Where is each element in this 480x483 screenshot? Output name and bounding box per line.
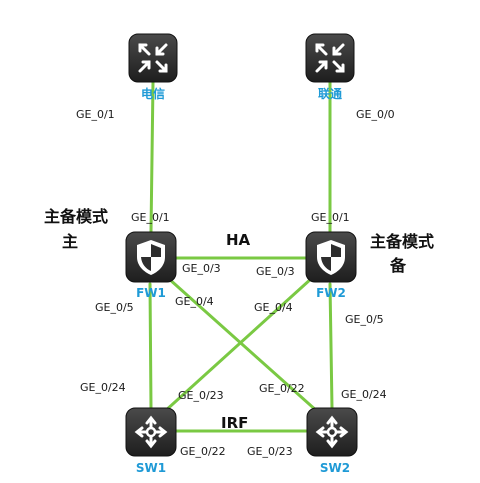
port-label: GE_0/5	[95, 301, 134, 314]
switch-sw2[interactable]: SW2	[306, 407, 358, 475]
port-label: GE_0/4	[175, 295, 214, 308]
router-icon	[128, 33, 178, 83]
router-telecom[interactable]: 电信	[128, 33, 178, 101]
firewall-fw1[interactable]: FW1	[125, 231, 177, 300]
ha-link-label: HA	[226, 231, 251, 249]
fw1-role-label: 主	[62, 232, 78, 251]
link-fw2-sw2	[328, 282, 334, 410]
switch-sw1[interactable]: SW1	[125, 407, 177, 475]
port-label: GE_0/3	[256, 265, 295, 278]
port-label: GE_0/23	[247, 445, 293, 458]
firewall-fw2[interactable]: FW2	[305, 231, 357, 300]
router-telecom-label: 电信	[141, 86, 165, 101]
switch-icon	[306, 407, 358, 457]
router-icon	[305, 33, 355, 83]
firewall-icon	[125, 231, 177, 283]
port-label: GE_0/4	[254, 301, 293, 314]
firewall-fw2-label: FW2	[316, 286, 346, 300]
port-label: GE_0/3	[182, 262, 221, 275]
firewall-fw1-label: FW1	[136, 286, 166, 300]
link-fw1-sw2	[166, 276, 320, 414]
port-label: GE_0/5	[345, 313, 384, 326]
fw2-role-label: 备	[389, 256, 407, 275]
port-label: GE_0/24	[80, 381, 126, 394]
irf-link-label: IRF	[221, 414, 248, 432]
fw2-mode-label: 主备模式	[370, 232, 434, 251]
router-unicom-label: 联通	[318, 86, 342, 101]
port-label: GE_0/1	[131, 211, 170, 224]
port-label: GE_0/0	[356, 108, 395, 121]
switch-sw1-label: SW1	[136, 461, 166, 475]
port-label: GE_0/22	[180, 445, 226, 458]
link-fw2-sw1	[162, 276, 314, 414]
link-telecom-fw1	[149, 80, 155, 234]
port-label: GE_0/23	[178, 389, 224, 402]
port-label: GE_0/24	[341, 388, 387, 401]
switch-icon	[125, 407, 177, 457]
link-fw1-sw1	[148, 282, 153, 410]
switch-sw2-label: SW2	[320, 461, 350, 475]
port-label: GE_0/1	[76, 108, 115, 121]
port-label: GE_0/1	[311, 211, 350, 224]
fw1-mode-label: 主备模式	[44, 207, 108, 226]
firewall-icon	[305, 231, 357, 283]
port-label: GE_0/22	[259, 382, 305, 395]
router-unicom[interactable]: 联通	[305, 33, 355, 101]
